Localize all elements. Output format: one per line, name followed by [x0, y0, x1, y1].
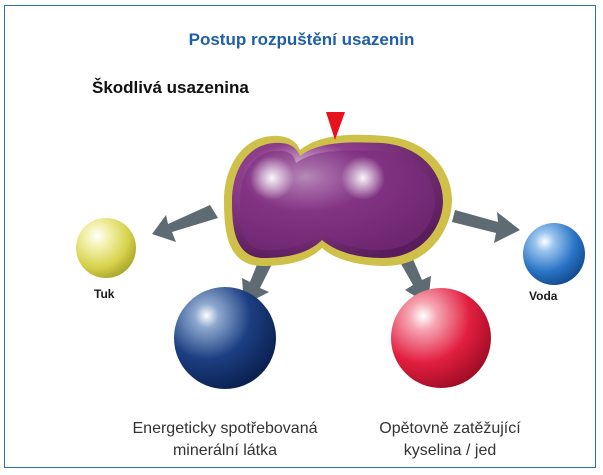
water-sphere [523, 223, 585, 285]
deposit-molecule [224, 134, 452, 266]
arrow-to-water [452, 210, 520, 243]
arrow-to-fat [152, 205, 218, 242]
mineral-sphere [174, 287, 276, 389]
acid-label-line2: kyselina / jed [403, 442, 497, 459]
acid-label-line1: Opětovně zatěžující [379, 420, 521, 437]
fat-label: Tuk [94, 287, 115, 301]
deposit-highlight-left [250, 156, 294, 200]
fat-sphere [76, 218, 136, 278]
red-triangle-pointer-icon [326, 112, 345, 140]
deposit-highlight-right [341, 156, 385, 200]
arrow-to-acid [396, 250, 431, 304]
acid-sphere [391, 288, 491, 388]
mineral-label-line2: minerální látka [172, 442, 278, 459]
acid-label: Opětovně zatěžující kyselina / jed [300, 418, 600, 462]
mineral-label-line1: Energeticky spotřebovaná [132, 420, 318, 437]
deposit-label: Škodlivá usazenina [92, 78, 249, 97]
arrows-group [152, 205, 520, 305]
water-label: Voda [529, 289, 558, 303]
diagram-title: Postup rozpuštění usazenin [188, 30, 415, 49]
mineral-label: Energeticky spotřebovaná minerální látka [60, 418, 390, 462]
